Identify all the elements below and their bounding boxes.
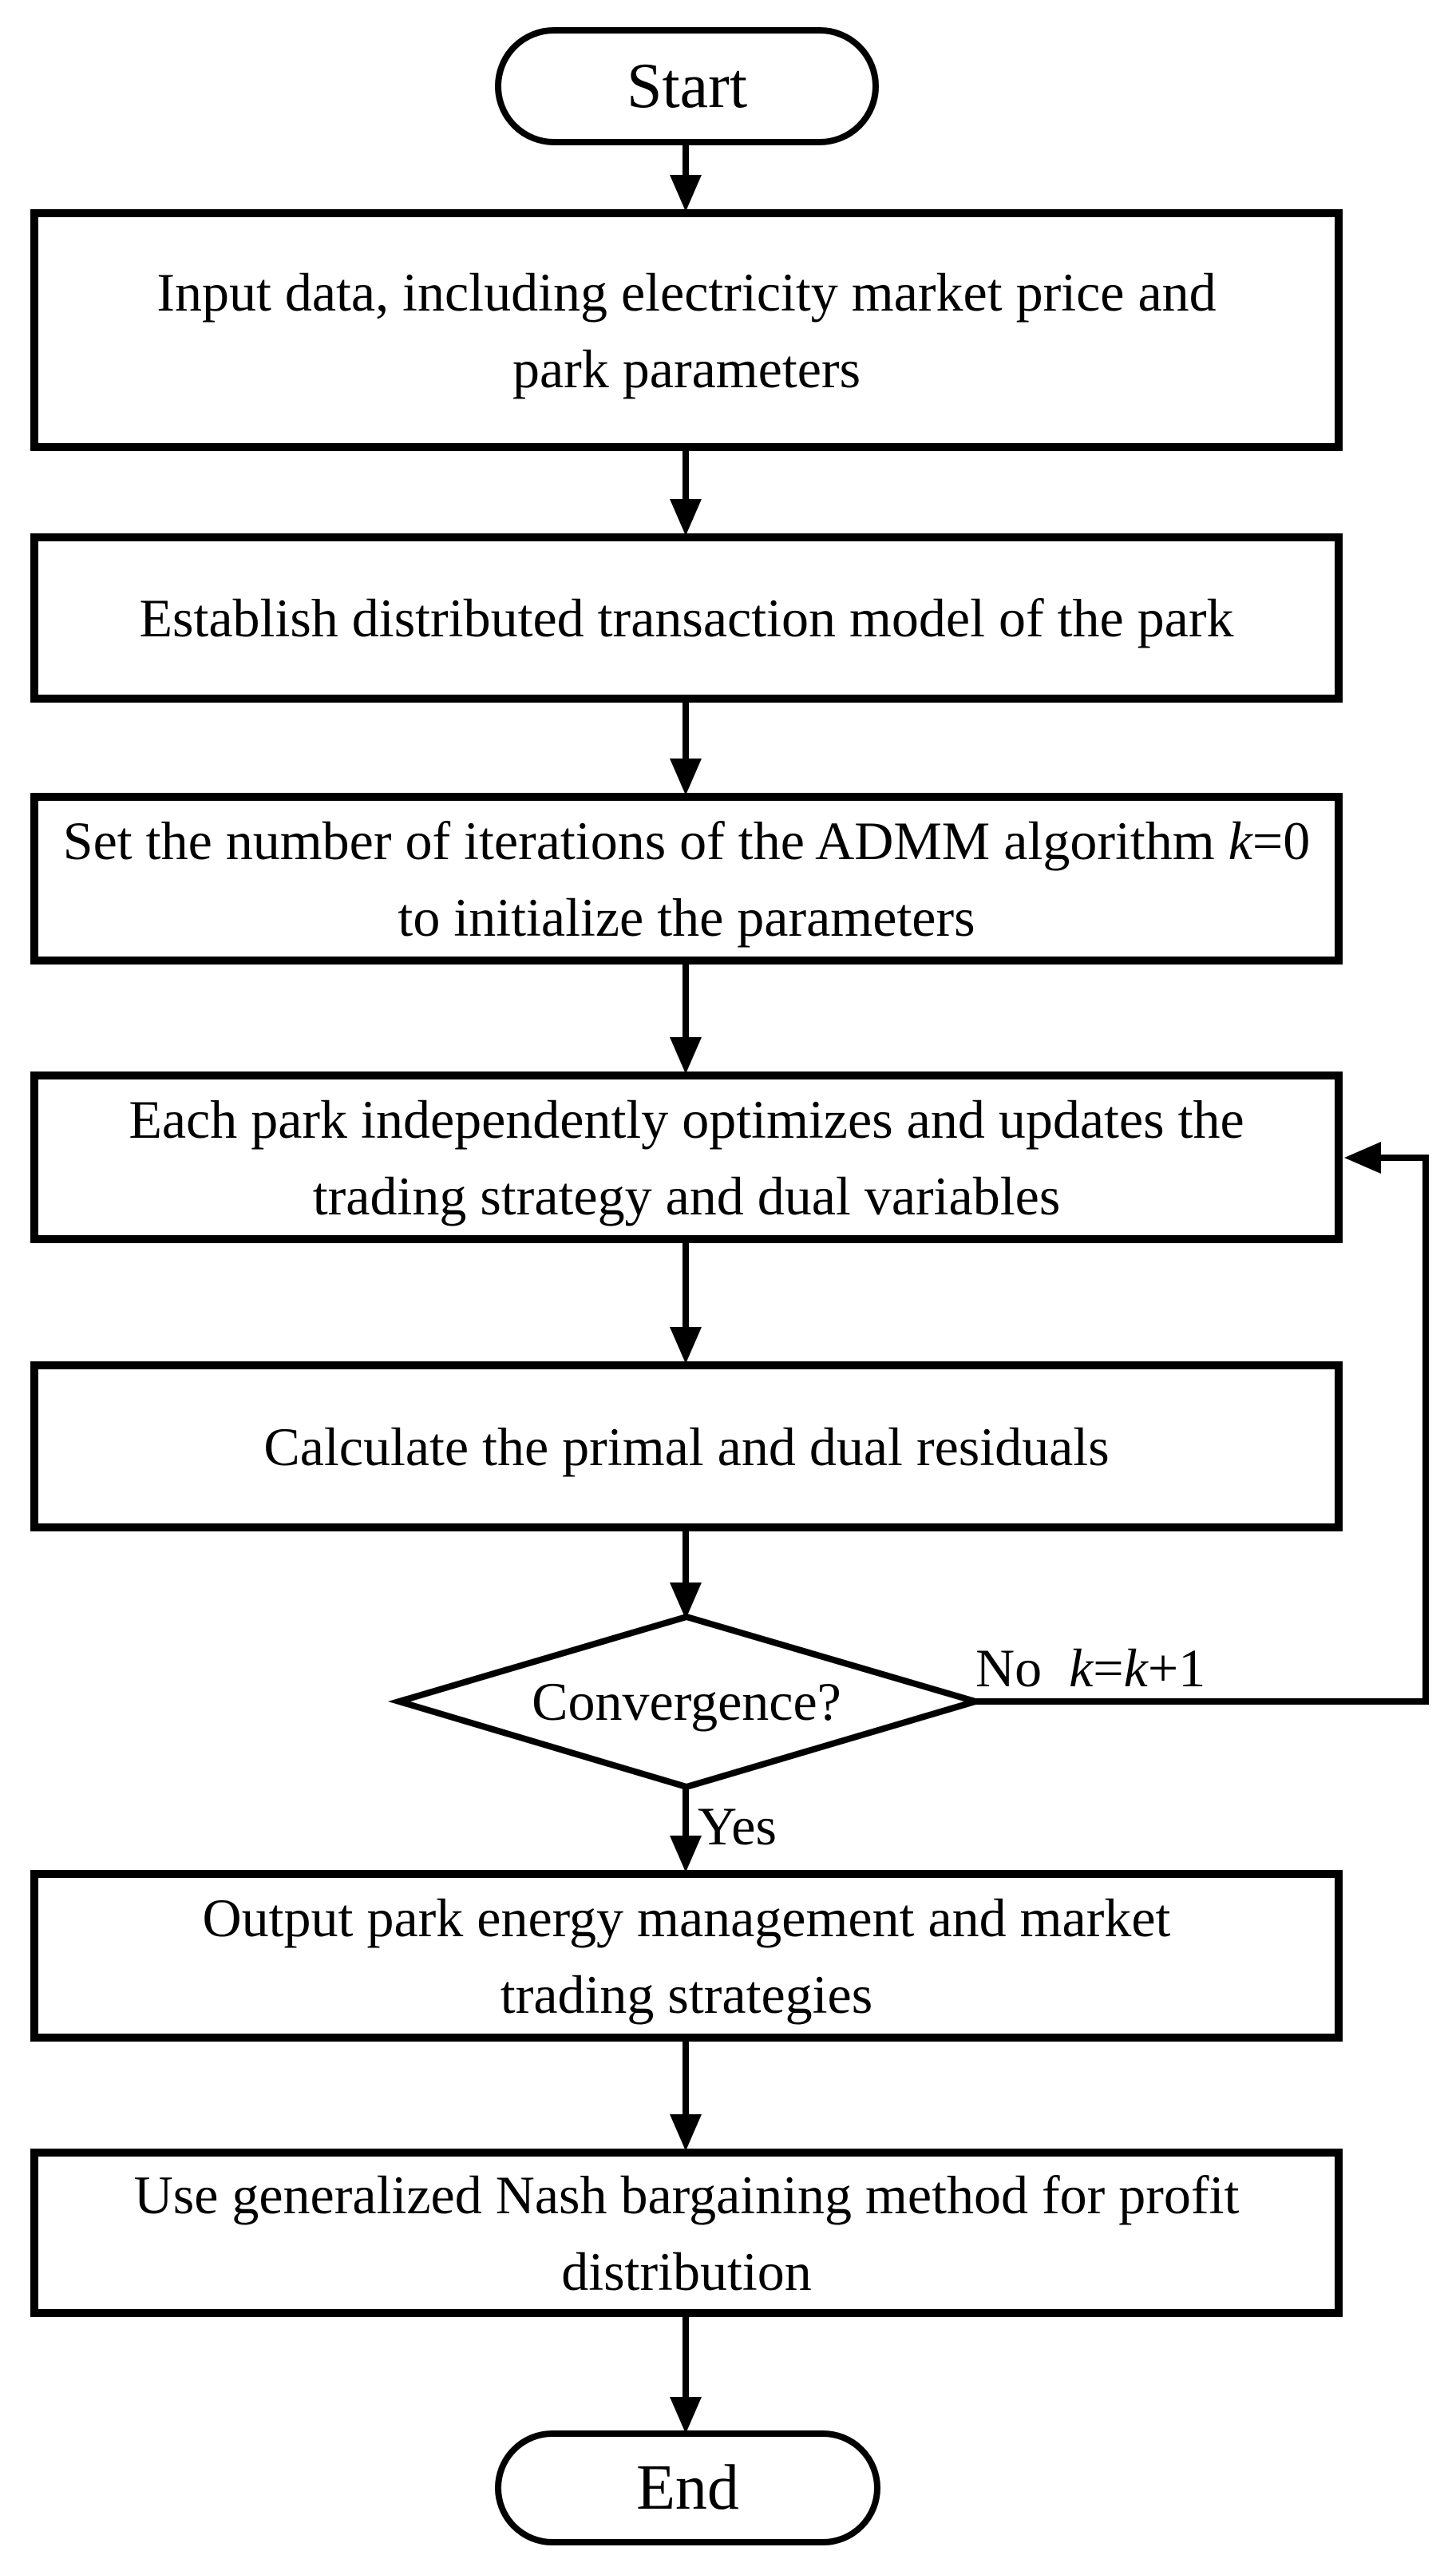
node-convergence-label: Convergence? <box>532 1670 841 1732</box>
node-optimize-update: Each park independently optimizes and up… <box>30 1071 1343 1243</box>
node-set-iterations-line2: to initialize the parameters <box>398 886 975 948</box>
node-input-data-line2: park parameters <box>512 338 861 399</box>
node-output-strategies-line1: Output park energy management and market <box>202 1887 1171 1948</box>
node-start-label: Start <box>626 50 748 121</box>
arrow-input-to-establish-head <box>670 499 702 536</box>
node-set-iterations-line1: Set the number of iterations of the ADMM… <box>62 810 1311 871</box>
node-end: End <box>495 2430 880 2545</box>
arrow-nash-to-end-head <box>670 2397 702 2434</box>
node-input-data: Input data, including electricity market… <box>30 209 1343 451</box>
node-optimize-update-line1: Each park independently optimizes and up… <box>129 1088 1244 1150</box>
arrow-establish-to-set-head <box>670 759 702 795</box>
node-residuals: Calculate the primal and dual residuals <box>30 1361 1343 1531</box>
node-output-strategies-line2: trading strategies <box>500 1963 873 2025</box>
arrow-yes-head <box>670 1836 702 1872</box>
arrow-optimize-to-residuals-head <box>670 1327 702 1364</box>
node-input-data-line1: Input data, including electricity market… <box>156 261 1217 323</box>
arrow-start-to-input-head <box>670 175 702 212</box>
node-residuals-line1: Calculate the primal and dual residuals <box>263 1416 1110 1477</box>
arrow-output-to-nash-head <box>670 2114 702 2151</box>
no-loop-connector <box>975 1155 1429 1705</box>
edge-label-no: No k=k+1 <box>975 1638 1206 1698</box>
edge-label-yes: Yes <box>698 1796 777 1856</box>
arrow-set-to-optimize-head <box>670 1037 702 1074</box>
node-end-label: End <box>636 2452 739 2523</box>
no-loop-arrowhead <box>1344 1142 1381 1174</box>
node-nash-bargaining: Use generalized Nash bargaining method f… <box>30 2149 1343 2317</box>
node-set-iterations: Set the number of iterations of the ADMM… <box>30 793 1343 965</box>
node-optimize-update-line2: trading strategy and dual variables <box>312 1165 1061 1226</box>
node-nash-bargaining-line1: Use generalized Nash bargaining method f… <box>133 2164 1240 2225</box>
node-start: Start <box>495 27 879 145</box>
node-establish-model-line1: Establish distributed transaction model … <box>139 588 1234 648</box>
node-establish-model: Establish distributed transaction model … <box>30 533 1343 703</box>
node-nash-bargaining-line2: distribution <box>561 2240 812 2302</box>
arrow-residuals-to-convergence-head <box>670 1582 702 1619</box>
node-output-strategies: Output park energy management and market… <box>30 1870 1343 2042</box>
decision-diamond-convergence <box>387 1613 987 1791</box>
